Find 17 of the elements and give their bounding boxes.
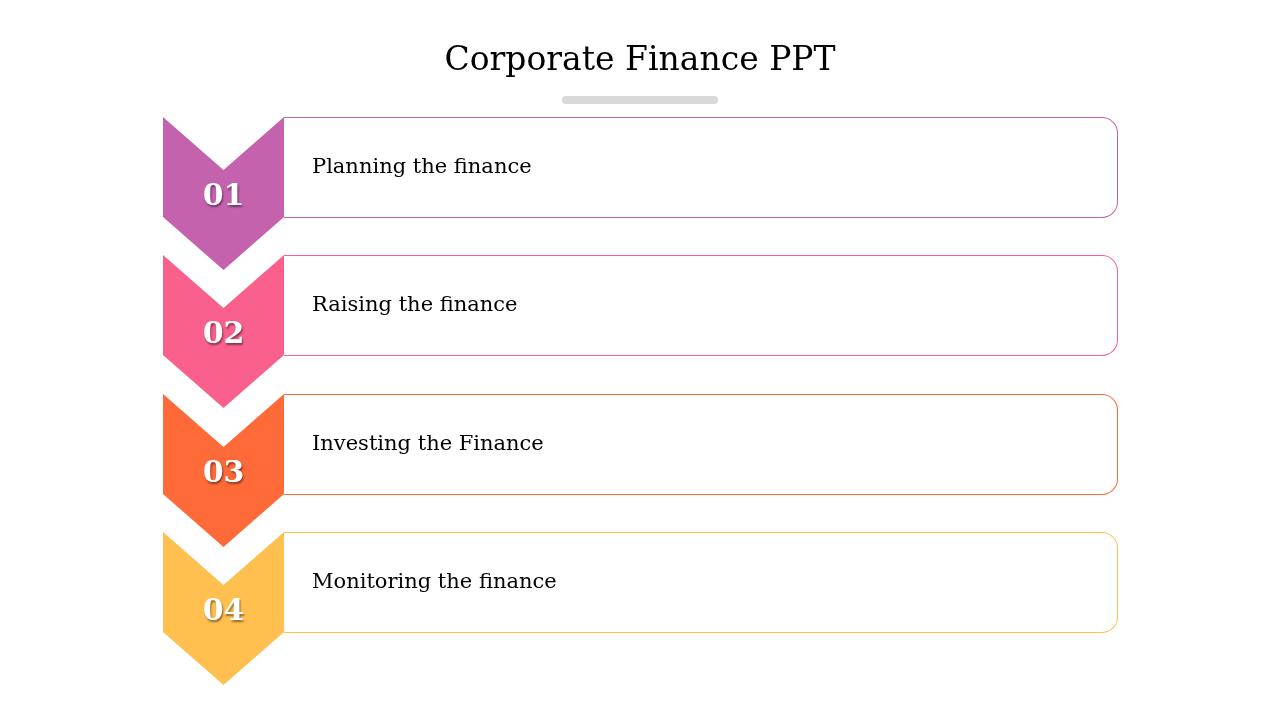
- number-badge: [163, 532, 284, 685]
- step-number: 01: [202, 177, 245, 213]
- title: Corporate Finance PPT: [444, 38, 836, 80]
- number-badge: [163, 117, 284, 270]
- step-number: 04: [202, 592, 245, 628]
- step-text: Planning the finance: [312, 153, 532, 180]
- text-box: [284, 532, 1118, 633]
- step-number: 02: [202, 315, 245, 351]
- number-badge: [163, 394, 284, 547]
- text-box: [284, 394, 1118, 495]
- text-box: [284, 117, 1118, 218]
- step-text: Monitoring the finance: [312, 568, 557, 595]
- text-box: [284, 255, 1118, 356]
- step-text: Investing the Finance: [312, 430, 544, 457]
- step-text: Raising the finance: [312, 291, 518, 318]
- step-number: 03: [202, 454, 245, 490]
- number-badge: [163, 255, 284, 408]
